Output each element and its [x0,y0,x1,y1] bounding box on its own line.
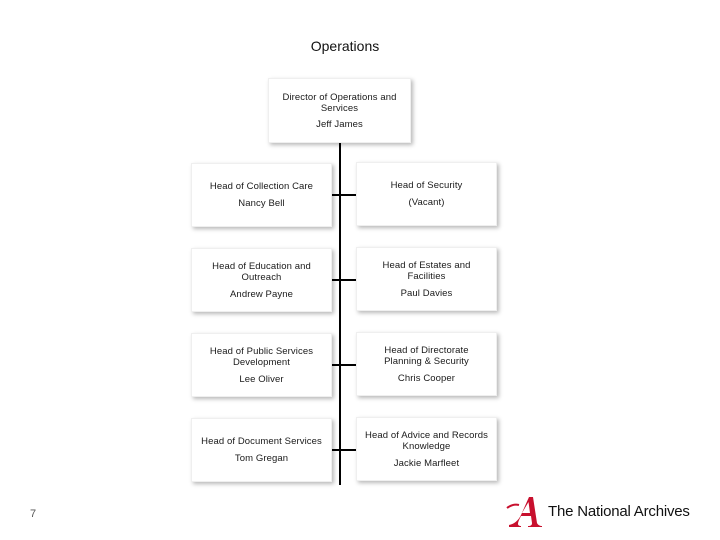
org-box-director: Director of Operations and Services Jeff… [268,78,411,143]
connector-right-2 [339,279,357,281]
org-box-name: Nancy Bell [238,198,285,209]
org-box-education-outreach: Head of Education and Outreach Andrew Pa… [191,248,332,312]
connector-left-2 [331,279,341,281]
connector-right-4 [339,449,357,451]
page-title: Operations [310,38,380,54]
org-box-name: Paul Davies [400,287,453,299]
org-box-name: (Vacant) [408,197,445,208]
org-box-role: Head of Education and Outreach [212,260,311,283]
national-archives-a-icon [506,497,542,527]
org-box-document-services: Head of Document Services Tom Gregan [191,418,332,482]
org-box-advice-records: Head of Advice and Records Knowledge Jac… [356,417,497,481]
org-box-name: Tom Gregan [234,453,289,464]
org-box-role: Head of Estates and Facilities [382,259,471,282]
org-box-name: Chris Cooper [397,372,456,384]
org-box-role: Head of Directorate Planning & Security [384,344,469,367]
org-box-name: Jeff James [316,118,363,130]
connector-left-3 [331,364,341,366]
org-box-security: Head of Security (Vacant) [356,162,497,226]
connector-left-4 [331,449,341,451]
org-box-role: Head of Security [390,180,463,191]
org-box-name: Jackie Marfleet [393,457,460,469]
logo: The National Archives [506,494,690,528]
org-box-name: Lee Oliver [239,373,284,385]
org-box-collection-care: Head of Collection Care Nancy Bell [191,163,332,227]
org-box-role: Head of Document Services [201,436,322,447]
org-box-role: Head of Advice and Records Knowledge [365,429,489,452]
org-box-role: Head of Public Services Development [209,345,314,368]
org-box-role: Head of Collection Care [209,181,314,192]
org-box-public-services: Head of Public Services Development Lee … [191,333,332,397]
connector-right-3 [339,364,357,366]
connector-right-1 [339,194,357,196]
org-box-role: Director of Operations and Services [282,91,397,114]
org-box-estates-facilities: Head of Estates and Facilities Paul Davi… [356,247,497,311]
org-box-name: Andrew Payne [230,288,293,300]
logo-text: The National Archives [548,502,690,520]
trunk-line [339,143,341,485]
connector-left-1 [331,194,341,196]
org-box-directorate-planning: Head of Directorate Planning & Security … [356,332,497,396]
page-number: 7 [30,508,37,520]
